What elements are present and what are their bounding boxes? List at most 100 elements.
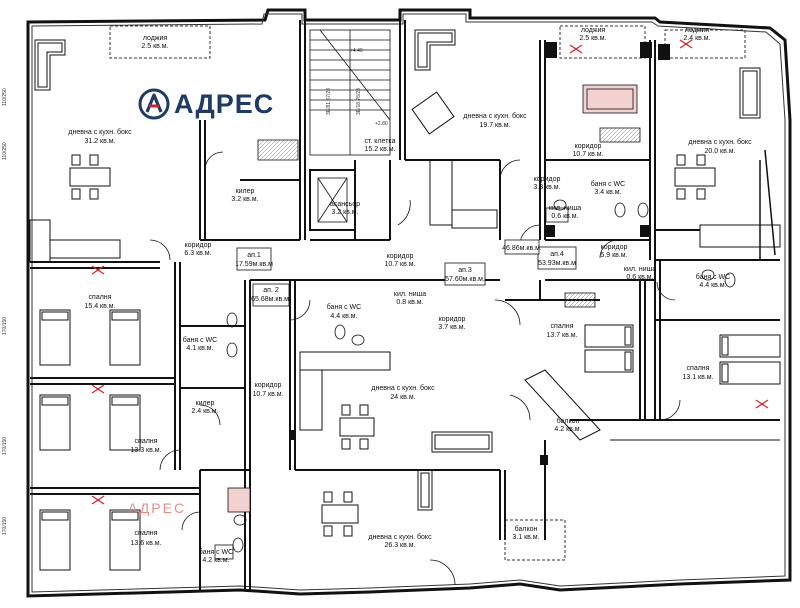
room-name: балкон [557,417,580,425]
watermark-text: АДРЕС [128,500,187,516]
room-area: 4.2 кв.м. [554,426,581,433]
apartment-name: ап.1 [247,252,261,259]
dimension-label: 170/150 [2,437,8,455]
room-name: спалня [687,365,710,372]
room-name: килер [196,400,215,407]
dimension-label: 110/250 [2,88,8,106]
room-name: кил. ниша [394,291,426,298]
room-name: баня с WC [327,303,361,311]
room-area: 6.3 кв.м. [184,250,211,257]
room-area: 15.4 кв.м. [84,303,115,310]
room-name: спалня [89,294,112,301]
apartment-area: 53.93м.кв.м [538,260,576,267]
room-name: коридор [439,316,466,323]
room-area: 20.0 кв.м. [704,148,735,155]
room-name: спалня [135,438,158,445]
room-area: 3.3 кв.м. [533,184,560,191]
red-marker-icons [91,39,769,505]
room-area: 0.8 кв.м. [396,299,423,306]
apartment-area: 65.68м.кв.м. [251,296,291,303]
room-name: дневна с кухн. бокс [688,138,752,146]
room-name: дневна с кухн. бокс [68,128,132,136]
room-area: 19.7 кв.м. [479,122,510,129]
sofas [34,29,761,511]
beds [39,309,781,571]
room-area: 10.7 кв.м. [252,391,283,398]
hatched-walls [257,127,641,308]
room-area: 10.7 кв.м. [572,151,603,158]
room-area: 2.4 кв.м. [191,408,218,415]
stair-label: 3Е/81.67/28 [326,88,332,115]
apartment-tags: ап.1 17.59м.кв.м ап. 2 65.68м.кв.м. ап.3… [235,239,577,307]
balcony-walls [524,369,780,441]
room-area: 0.6 кв.м. [551,213,578,220]
room-name: асансьор [330,201,360,208]
room-labels: лоджия 2.5 кв.м. дневна с кухн. бокс 31.… [68,27,752,564]
room-name: кил. ниша [549,205,581,212]
room-area: 0.6 кв.м. [626,274,653,281]
dimension-annotations: 110/250 110/250 170/150 170/150 170/150 [2,88,8,535]
room-area: 2.4 кв.м. [683,35,710,42]
apartment-area: 17.59м.кв.м [235,261,273,268]
room-area: 31.2 кв.м. [84,138,115,145]
apartment-area: 57.60м.кв.м. [445,276,485,283]
apartment-area: 46.86м.кв.м. [502,245,542,252]
outer-walls [26,8,792,598]
room-area: 3.1 кв.м. [512,534,539,541]
room-area: 24 кв.м. [390,394,415,401]
elevation-label: +2.80 [375,121,388,127]
room-name: коридор [575,143,602,150]
company-logo: АДРЕС [138,88,274,120]
room-area: 13.7 кв.м. [546,332,577,339]
room-name: баня с WC [591,180,625,188]
apartment-name: ап. 2 [263,287,279,294]
room-area: 4.4 кв.м. [330,313,357,320]
room-name: спалня [135,530,158,537]
room-area: 5.9 кв.м. [600,252,627,259]
bay-window [759,149,776,260]
room-area: 13.1 кв.м. [682,374,713,381]
shower-trays [227,84,638,513]
staircase [309,29,391,156]
room-name: баня с WC [696,273,730,281]
door-swings [149,151,681,586]
room-area: 13.6 кв.м. [130,540,161,547]
room-name: килер [236,188,255,195]
room-area: 3.2 кв.м. [331,209,358,216]
elevation-label: +4.40 [350,48,363,54]
column-markers [290,42,670,465]
stair-label: 3Е/18.76/28 [356,88,362,115]
stair-annotations: +4.40 +2.80 3Е/81.67/28 3Е/18.76/28 [326,48,388,127]
room-area: 13.3 кв.м. [130,447,161,454]
room-area: 3.4 кв.м. [594,189,621,196]
elevator-shaft [309,169,356,231]
room-name: коридор [255,382,282,389]
apartment-name: ап.4 [550,251,564,258]
room-area: 26.3 кв.м. [384,542,415,549]
room-area: 2.5 кв.м. [141,43,168,50]
room-name: коридор [387,253,414,260]
room-name: лоджия [581,27,606,34]
room-name: спалня [551,323,574,330]
outer-inner-line [31,13,786,593]
room-name: коридор [185,242,212,249]
logo-text: АДРЕС [174,88,275,119]
room-name: лоджия [685,27,710,34]
apartment-name: ап.3 [458,267,472,274]
room-area: 3.7 кв.м. [438,324,465,331]
room-name: балкон [515,525,538,533]
room-area: 2.5 кв.м. [579,35,606,42]
room-area: 4.1 кв.м. [186,345,213,352]
room-name: ст. клетка [364,138,395,145]
room-name: дневна с кухн. бокс [371,384,435,392]
dimension-label: 170/150 [2,317,8,335]
room-area: 3.2 кв.м. [231,196,258,203]
dimension-label: 110/250 [2,142,8,160]
room-name: баня с WC [183,336,217,344]
room-name: коридор [601,244,628,251]
room-name: коридор [534,176,561,183]
sanitary-fixtures [214,199,736,560]
room-name: баня с WC [199,548,233,556]
dining-tables [69,91,716,537]
